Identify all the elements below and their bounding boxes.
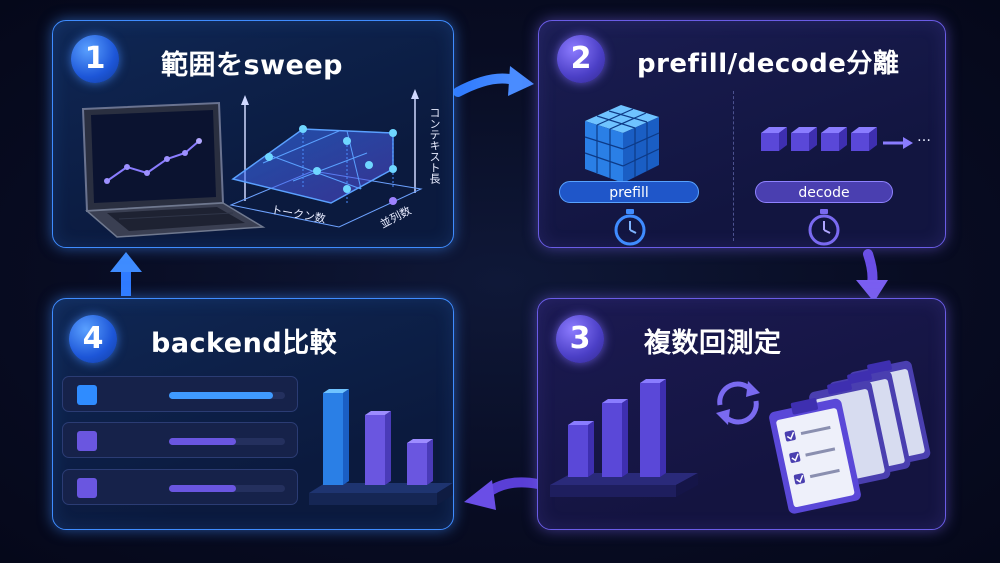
decode-tokens-icon xyxy=(761,127,913,151)
step-1-panel: 1 範囲をsweep xyxy=(52,20,454,248)
backend-bar-chart-icon xyxy=(309,389,453,505)
backend-row-2 xyxy=(62,422,298,458)
backend-row-1 xyxy=(62,376,298,412)
step-1-badge: 1 xyxy=(71,35,119,83)
step-3-panel: 3 複数回測定 xyxy=(537,298,946,530)
prefill-label-pill: prefill xyxy=(559,181,699,203)
flow-arrow-2-to-3 xyxy=(856,249,888,302)
backend-bar-fill-3 xyxy=(169,485,237,492)
backend-swatch-3 xyxy=(77,478,97,498)
backend-bar-track-2 xyxy=(169,438,285,445)
step-3-badge: 3 xyxy=(556,315,604,363)
step-4-badge: 4 xyxy=(69,315,117,363)
step-3-title: 複数回測定 xyxy=(644,328,782,359)
decode-label-pill: decode xyxy=(755,181,893,203)
backend-swatch-1 xyxy=(77,385,97,405)
prefill-stopwatch-icon xyxy=(614,209,646,246)
step-1-title: 範囲をsweep xyxy=(161,50,343,81)
backend-swatch-2 xyxy=(77,431,97,451)
prefill-cube-icon xyxy=(584,105,660,183)
clipboard-stack-icon xyxy=(769,360,931,514)
decode-stopwatch-icon xyxy=(808,209,840,246)
step-2-badge: 2 xyxy=(557,35,605,83)
repeat-cycle-icon xyxy=(716,381,760,425)
sweep-surface-chart xyxy=(229,89,423,228)
decode-continuation: … xyxy=(917,129,931,145)
backend-bar-track-1 xyxy=(169,392,285,399)
step-4-title: backend比較 xyxy=(151,328,338,359)
phase-divider xyxy=(733,91,734,241)
step-2-title: prefill/decode分離 xyxy=(637,49,900,79)
flow-arrow-1-to-2 xyxy=(453,66,534,97)
axis-context-label: コンテキスト長 xyxy=(428,107,441,184)
measurement-bar-chart-icon xyxy=(550,379,698,497)
backend-bar-fill-1 xyxy=(169,392,274,399)
backend-bar-fill-2 xyxy=(169,438,237,445)
flow-arrow-4-to-1 xyxy=(110,252,142,296)
backend-bar-track-3 xyxy=(169,485,285,492)
backend-row-3 xyxy=(62,469,298,505)
flow-arrow-3-to-4 xyxy=(464,477,543,510)
laptop-icon xyxy=(81,101,266,238)
step-2-panel: 2 prefill/decode分離 prefill … xyxy=(538,20,946,248)
